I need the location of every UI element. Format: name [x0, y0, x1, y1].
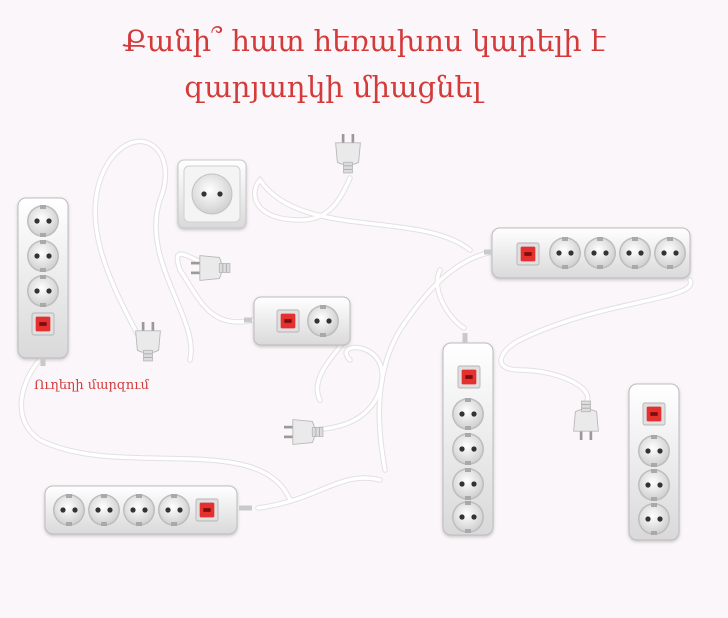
- puzzle-title-line1: Քանի՞ հատ հեռախոս կարելի է: [122, 24, 606, 58]
- cable-set: [18, 138, 694, 511]
- power-strip-right[interactable]: [628, 383, 680, 541]
- plug-icon[interactable]: [135, 321, 161, 362]
- plug-icon[interactable]: [283, 419, 324, 445]
- brain-training-caption: Ուղեղի մարզում: [34, 378, 149, 393]
- power-strip-center[interactable]: [442, 342, 494, 536]
- power-switch-icon[interactable]: [276, 309, 300, 333]
- puzzle-title-line2: զարյադկի միացնել: [184, 70, 482, 104]
- puzzle-title: Քանի՞ հատ հեռախոս կարելի է զարյադկի միաց…: [0, 18, 728, 110]
- power-strip-left[interactable]: [17, 197, 69, 359]
- power-switch-icon[interactable]: [195, 498, 219, 522]
- power-switch-icon[interactable]: [642, 402, 666, 426]
- cord-stubs: [40, 249, 492, 511]
- power-strip-small[interactable]: [253, 296, 351, 346]
- power-switch-icon[interactable]: [31, 312, 55, 336]
- power-switch-icon[interactable]: [516, 242, 540, 266]
- plug-icon[interactable]: [335, 133, 361, 174]
- wall-socket-icon[interactable]: [177, 159, 247, 229]
- power-switch-icon[interactable]: [457, 365, 481, 389]
- plug-icon[interactable]: [573, 400, 599, 441]
- power-strip-top-right[interactable]: [491, 227, 691, 279]
- power-strip-bottom[interactable]: [44, 485, 238, 535]
